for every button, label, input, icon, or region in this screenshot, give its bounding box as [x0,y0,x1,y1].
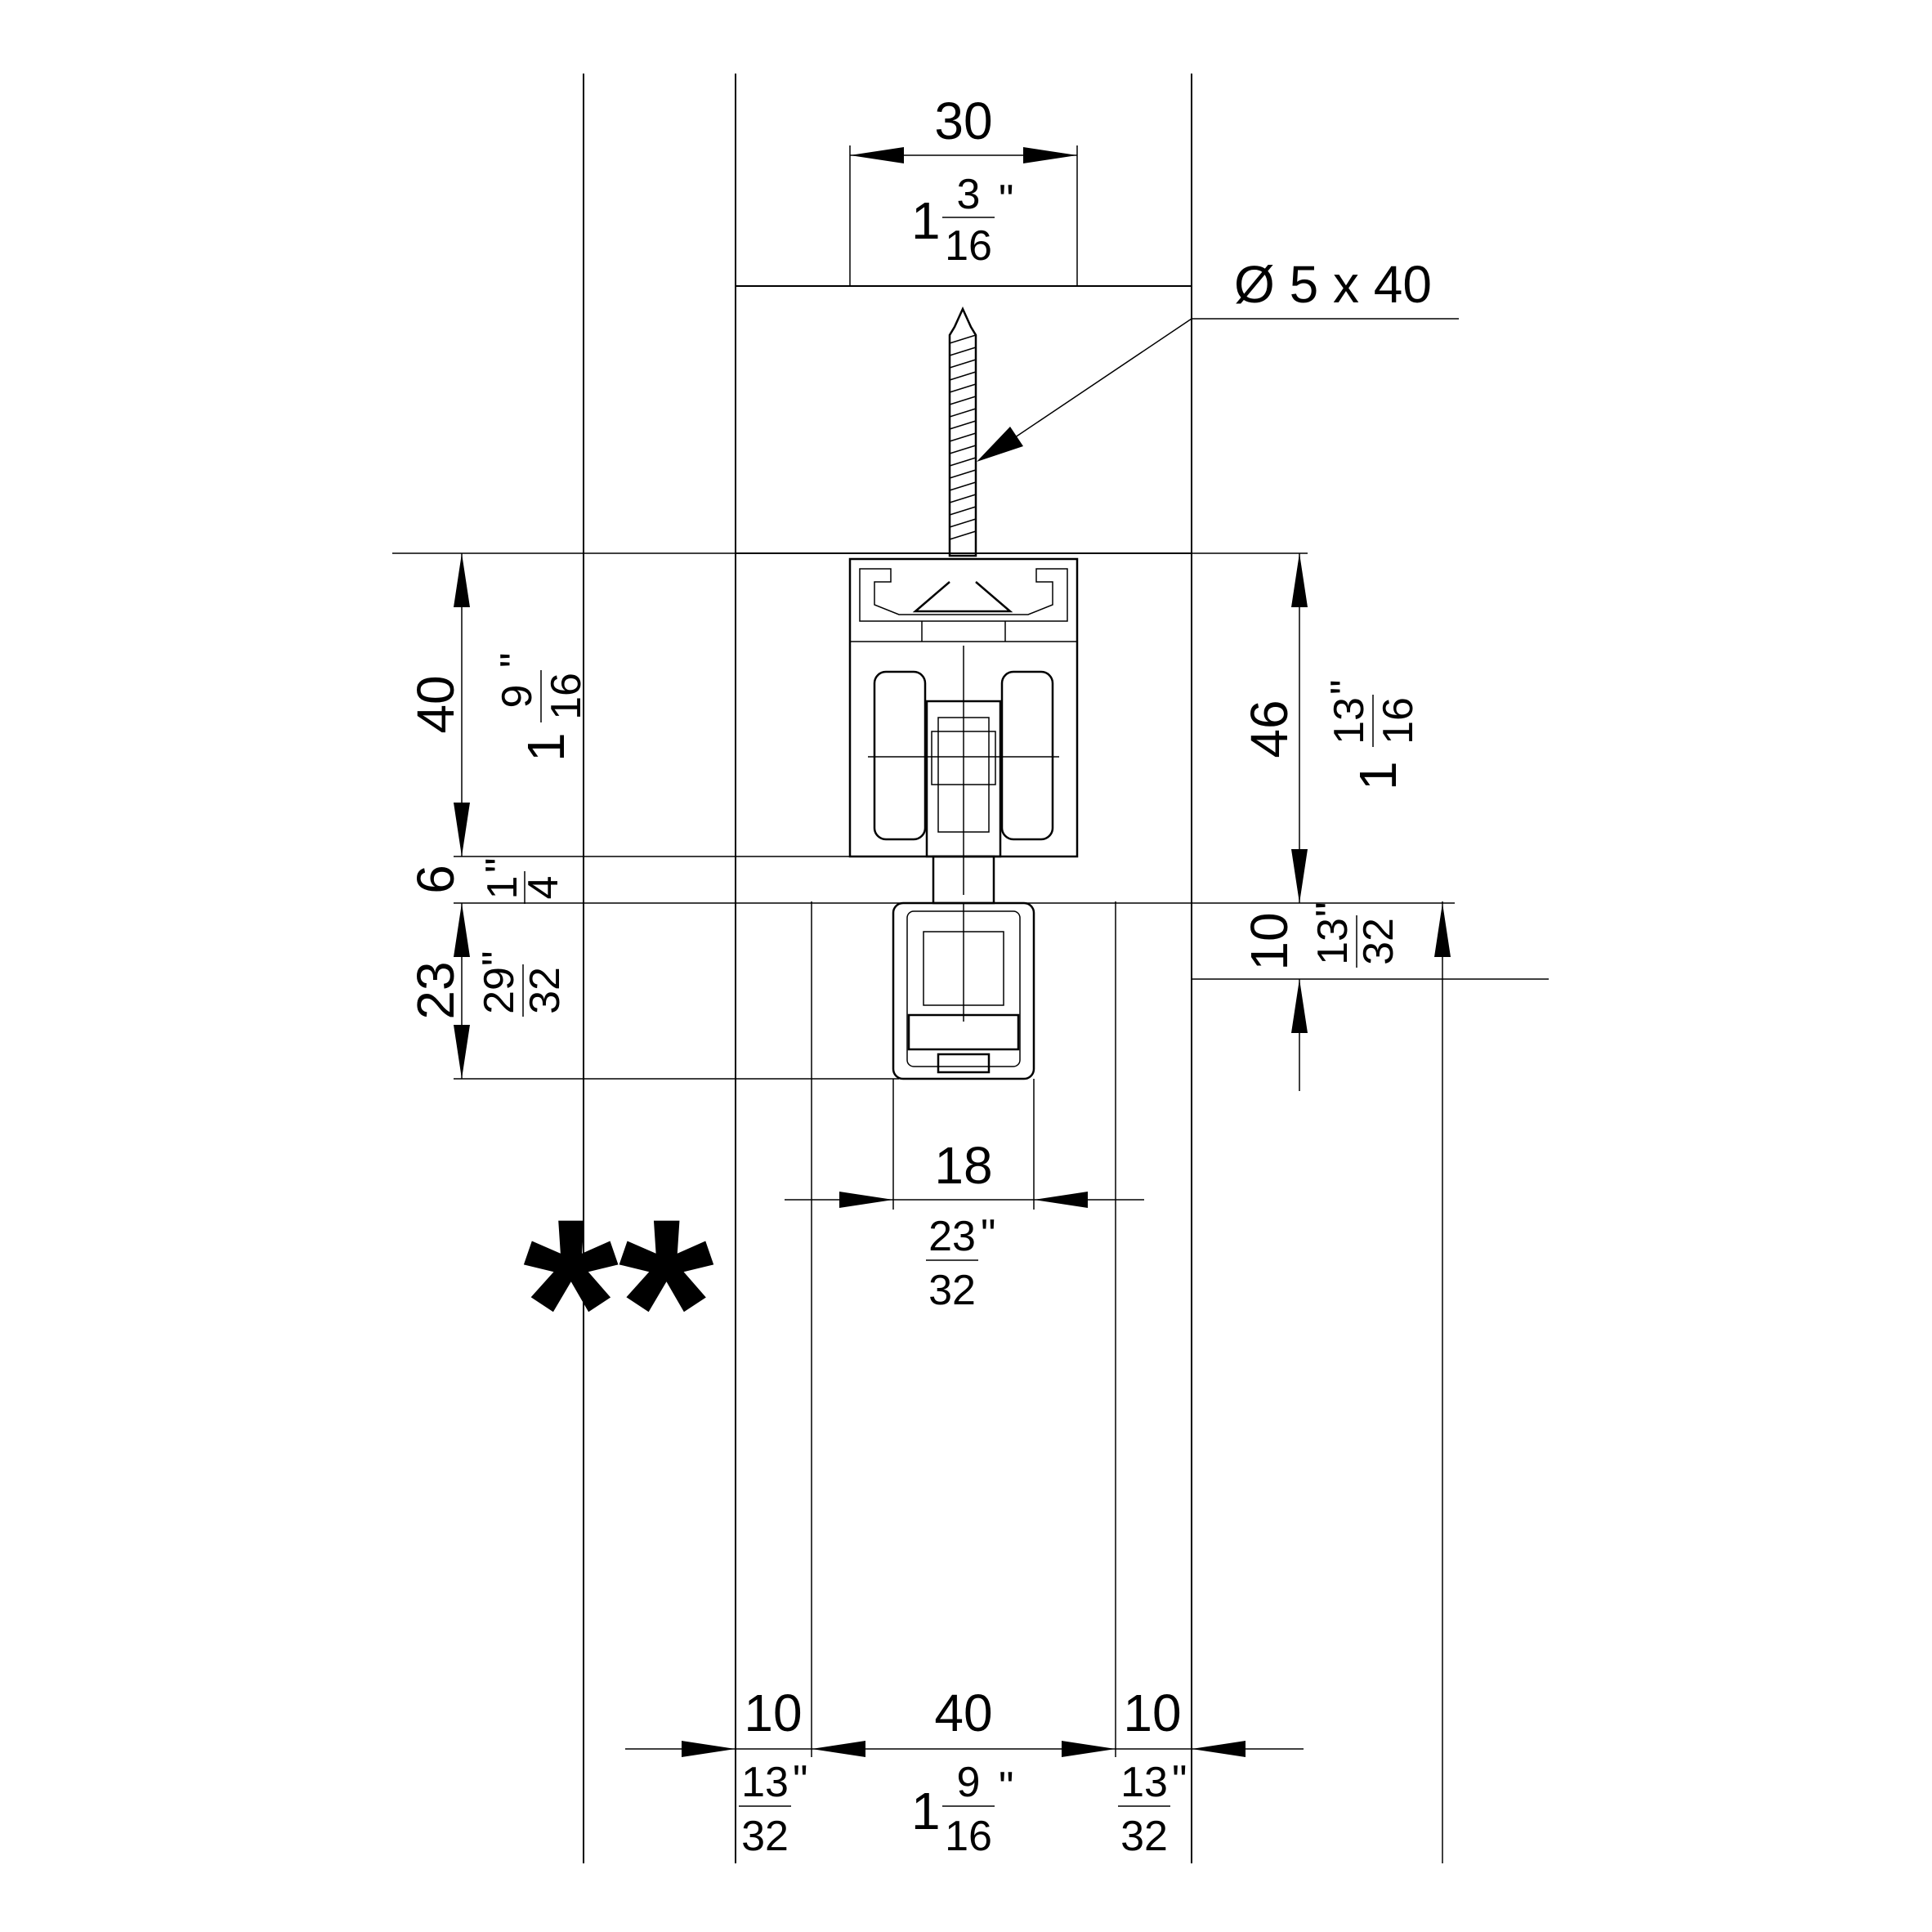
dim-guide-height-mark: " [474,951,521,966]
dim-bottom-right-mm: 10 [1123,1684,1181,1742]
dim-guide-height-den: 32 [521,967,569,1014]
dim-top-width: 30 1 3 16 " [911,92,1013,270]
dim-gap-mark: " [477,858,525,873]
dim-bottom-left-num: 13 [741,1759,789,1806]
dim-bottom-right-mark: " [1172,1757,1187,1805]
dim-bottom-center-den: 16 [945,1813,992,1860]
dim-top-width-num: 3 [957,171,981,218]
screw-icon [912,306,1013,613]
dim-bottom-left: 10 13 32 " [739,1684,807,1860]
dim-track-height-mark: " [492,653,539,668]
dim-bottom-right-num: 13 [1120,1759,1168,1806]
asterisk-marker: ** [523,1167,714,1442]
dim-guide-width-mm: 18 [934,1136,992,1195]
dim-floor-offset-inch-group: 13 32 " [1308,902,1402,968]
dim-guide-width: 18 23 32 " [926,1136,995,1314]
dim-track-height-den: 16 [543,673,590,720]
track-profile [848,557,1079,858]
dim-bottom-left-mark: " [793,1757,807,1805]
dim-guide-width-num: 23 [928,1213,976,1260]
dim-bottom-left-mm: 10 [744,1684,802,1742]
dim-guide-width-den: 32 [928,1267,976,1314]
dim-guide-width-mark: " [981,1211,995,1259]
dim-track-height-num: 9 [494,685,541,709]
dim-bottom-center-mark: " [999,1764,1013,1811]
dim-floor-offset-num: 13 [1309,918,1357,965]
dim-gap-mm: 6 [406,865,465,894]
dim-track-height-inch-group: 1 9 16 " [492,653,590,762]
dim-bottom-center-mm: 40 [934,1684,992,1742]
dim-top-width-inch: " [999,177,1013,224]
floor-guide [892,901,1035,1080]
dim-guide-height-mm: 23 [406,961,465,1019]
dim-gap-den: 4 [520,876,567,900]
dim-floor-offset: 10 [1240,912,1299,970]
dim-top-width-mm: 30 [934,92,992,150]
dim-track-height: 40 [406,675,465,733]
roller-carriage [868,646,1059,905]
dim-track-height-mm: 40 [406,675,465,733]
dim-floor-offset-mark: " [1308,902,1355,917]
dim-bottom-center-whole: 1 [911,1782,941,1840]
dim-floor-offset-den: 32 [1355,918,1402,965]
dim-bottom-right: 10 13 32 " [1118,1684,1187,1860]
dim-overall-height-num: 13 [1326,697,1373,745]
reference-lines [392,74,1549,1863]
dim-overall-height-mm: 46 [1240,700,1299,758]
dim-guide-height-inch-group: 29 32 " [474,951,569,1017]
dim-overall-height-whole: 1 [1348,761,1407,790]
dim-overall-height-inch-group: 1 13 16 " [1322,680,1422,790]
screw-label: Ø 5 x 40 [1234,255,1432,314]
dimension-lines [454,145,1451,1757]
dim-gap: 6 [406,865,465,894]
dim-overall-height: 46 [1240,700,1299,758]
dim-top-width-den: 16 [945,222,992,270]
dim-bottom-center-num: 9 [957,1759,981,1806]
dim-bottom-left-den: 32 [741,1813,789,1860]
dim-gap-inch-group: 1 4 " [477,858,567,904]
dim-overall-height-mark: " [1322,680,1370,695]
dim-overall-height-den: 16 [1375,697,1422,745]
dim-guide-height-num: 29 [476,967,523,1014]
dim-bottom-right-den: 32 [1120,1813,1168,1860]
dim-gap-num: 1 [479,876,526,900]
dim-floor-offset-mm: 10 [1240,912,1299,970]
dim-bottom-center: 40 1 9 16 " [911,1684,1013,1860]
dim-track-height-whole: 1 [517,732,575,762]
dim-top-width-whole: 1 [911,191,941,250]
dim-guide-height: 23 [406,961,465,1019]
